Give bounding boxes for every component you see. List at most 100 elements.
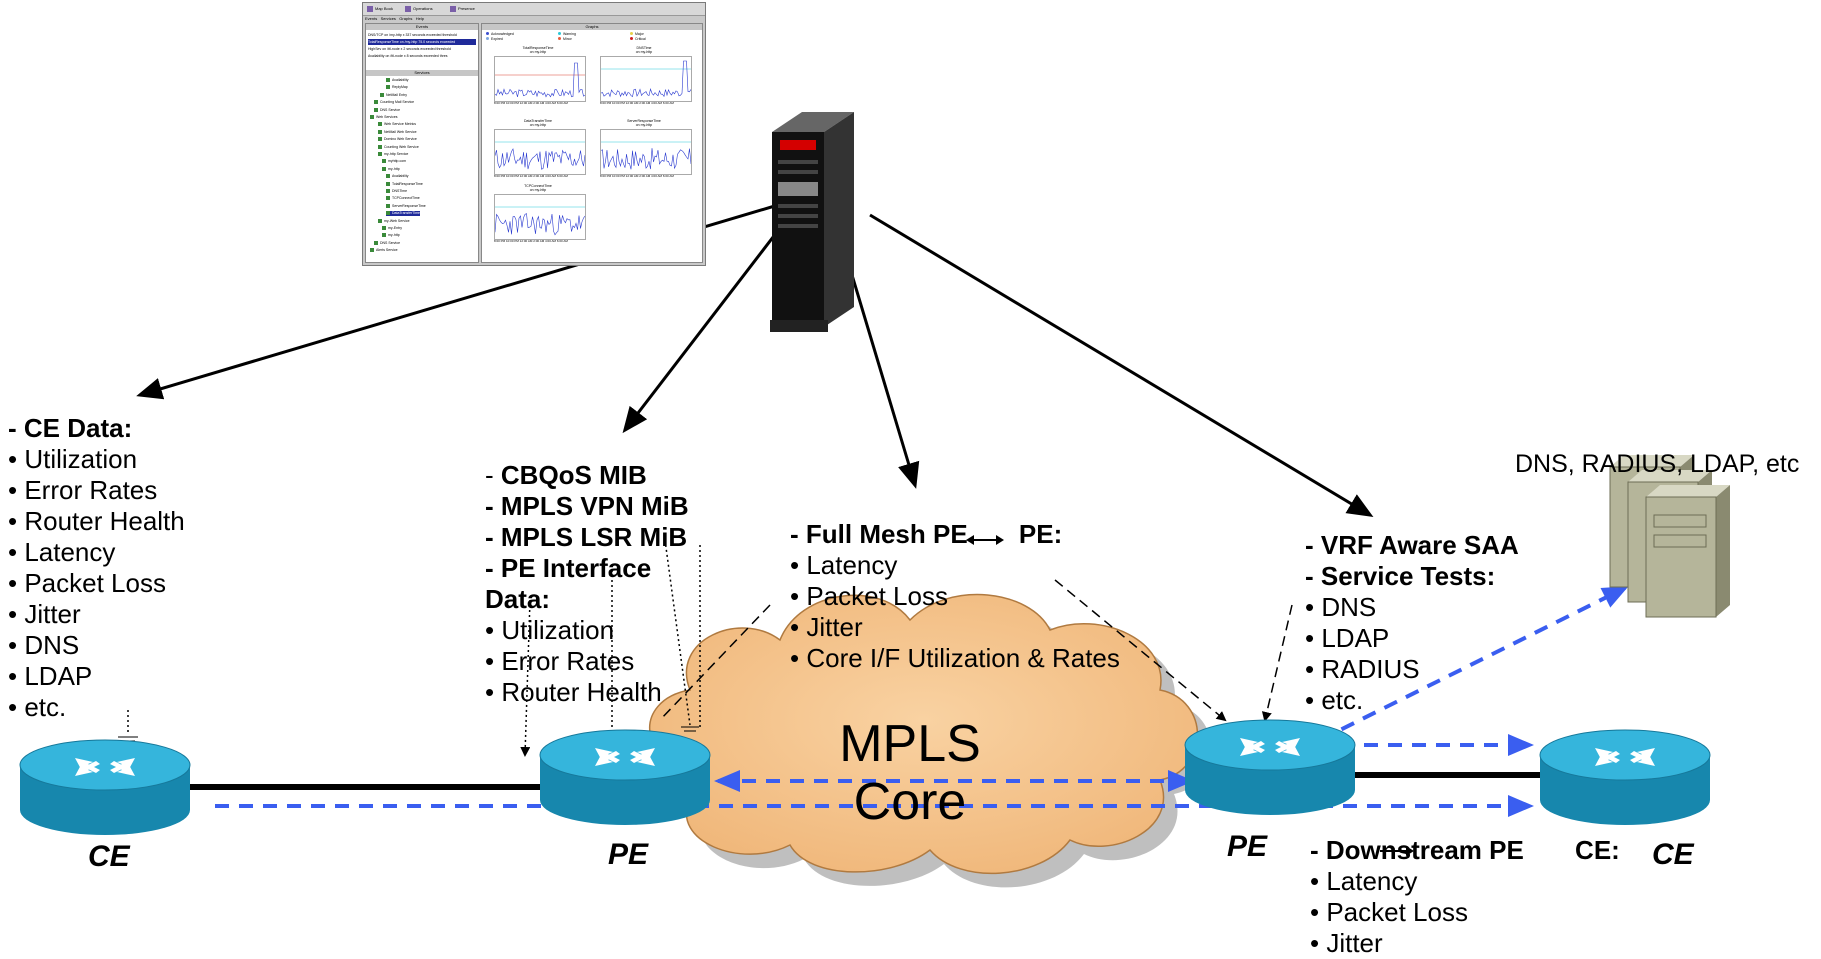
- menu-help: Help: [415, 16, 424, 21]
- legend-dot-icon: [486, 37, 489, 40]
- ce-data-item: • Error Rates: [8, 475, 158, 505]
- graph-subtitle-text: on my-http: [529, 188, 547, 192]
- legend-dot-icon: [630, 37, 633, 40]
- legend-label: Warning: [563, 32, 576, 36]
- menu-services: Services: [380, 16, 396, 21]
- tree-item: ServerResponseTime: [386, 204, 426, 209]
- pe-heading-prefix: -: [485, 460, 501, 490]
- monitoring-server-icon: [770, 112, 854, 332]
- vrf-item: • etc.: [1305, 685, 1364, 715]
- pe-data-heading: - PE Interface: [485, 553, 689, 584]
- mini-graph-series: [494, 62, 586, 98]
- legend-label: Major: [635, 32, 644, 36]
- pe-data-item: • Router Health: [485, 677, 662, 707]
- tree-item: my-Web Service: [378, 219, 410, 224]
- pe-data-heading: Data:: [485, 584, 689, 615]
- tree-item: Availability: [386, 78, 408, 83]
- mpls-core-cloud: [649, 593, 1199, 875]
- services-header: Services: [366, 70, 478, 76]
- tree-item: DNS Service: [374, 108, 400, 113]
- alarm-row: DNS/TCP on /my-http x 337 seconds exceed…: [368, 33, 457, 37]
- pe-heading-text: CBQoS MIB: [500, 460, 647, 490]
- downstream-list: • Latency• Packet Loss• Jitter: [1310, 866, 1620, 959]
- pe-data-item: • Error Rates: [485, 646, 635, 676]
- legend-item: Warning: [558, 32, 576, 36]
- graph-title-text: ServerResponseTime: [627, 119, 661, 123]
- mini-graph: [494, 129, 586, 175]
- tree-item: DNSTime: [386, 189, 407, 194]
- alarm-row: Availability on /ttl-node x 8 seconds ex…: [368, 54, 448, 58]
- tree-item: Availability: [386, 174, 408, 179]
- events-header: Events: [366, 24, 478, 30]
- tree-item: TCPConnectTime: [386, 196, 420, 201]
- legend-label: Acknowledged: [491, 32, 514, 36]
- device-label-pe-right: PE: [1227, 830, 1268, 863]
- tree-item: DataTransferTime: [386, 211, 420, 217]
- mini-graph: [600, 129, 692, 175]
- ce-data-title: - CE Data:: [8, 413, 133, 443]
- double-arrow-icon: [966, 535, 1004, 545]
- legend-dot-icon: [558, 37, 561, 40]
- ce-data-item: • Latency: [8, 537, 116, 567]
- vrf-list: • DNS• LDAP• RADIUS• etc.: [1305, 592, 1519, 716]
- monitoring-app-screenshot: Map Book Operations Presence Events Serv…: [362, 2, 706, 266]
- mini-graph-series: [494, 213, 586, 236]
- pe-data-list: • Utilization• Error Rates• Router Healt…: [485, 615, 689, 708]
- right-arrow-icon: [1380, 846, 1414, 856]
- legend-dot-icon: [486, 32, 489, 35]
- vrf-block: - VRF Aware SAA - Service Tests: • DNS• …: [1305, 530, 1519, 716]
- pe-data-heading: - MPLS LSR MiB: [485, 522, 689, 553]
- pe-heading-text: - MPLS VPN MiB: [485, 491, 689, 521]
- pe-data-item: • Utilization: [485, 615, 615, 645]
- service-servers-icon: [1609, 455, 1730, 618]
- menu-graphs: Graphs: [399, 16, 413, 21]
- router-ce-right: [1539, 729, 1711, 825]
- tree-item: Counting Web Service: [378, 145, 419, 150]
- graph-title-text: TCPConnectTime: [524, 184, 552, 188]
- graph-x-ticks: 8:00 PM 10:00 PM 12:00 AM 2:00 AM 4:00 A…: [494, 174, 568, 178]
- ce-data-block: - CE Data: • Utilization• Error Rates• R…: [8, 413, 185, 723]
- tree-item: my-http Service: [378, 152, 408, 157]
- legend-item: Expired: [486, 37, 503, 41]
- tree-item: Web Service Metrics: [378, 122, 416, 127]
- legend-item: Minor: [558, 37, 572, 41]
- legend-label: Expired: [491, 37, 503, 41]
- tree-item: Domino Web Service: [378, 137, 417, 142]
- graph-x-ticks: 8:00 PM 10:00 PM 12:00 AM 2:00 AM 4:00 A…: [494, 101, 568, 105]
- arrow-to-pe-data: [622, 214, 792, 434]
- mini-graph-series: [494, 148, 586, 170]
- cloud-label: MPLS Core: [805, 715, 1015, 831]
- graphs-header: Graphs: [482, 24, 702, 30]
- vrf-title-1: - VRF Aware SAA: [1305, 530, 1519, 560]
- ce-data-item: • etc.: [8, 692, 67, 722]
- mini-graph-series: [600, 148, 692, 170]
- full-mesh-title: - Full Mesh PE PE:: [790, 519, 1120, 550]
- legend-item: Major: [630, 32, 644, 36]
- full-mesh-item: • Core I/F Utilization & Rates: [790, 643, 1120, 673]
- tree-item: NetMail Entry: [380, 93, 407, 98]
- ce-data-list: • Utilization• Error Rates• Router Healt…: [8, 444, 185, 723]
- legend-label: Critical: [635, 37, 646, 41]
- full-mesh-item: • Latency: [790, 550, 898, 580]
- tree-item: ReplyMap: [386, 85, 408, 90]
- callout-pe-3: [664, 539, 691, 726]
- downstream-item: • Jitter: [1310, 928, 1383, 958]
- graph-title-text: TotalResponseTime: [522, 46, 554, 50]
- downstream-title-left: - Downstream PE: [1310, 835, 1524, 865]
- callout-vrf: [1261, 604, 1293, 722]
- vrf-title-2: - Service Tests:: [1305, 561, 1496, 591]
- tree-item: Counting Mail Service: [374, 100, 414, 105]
- graph-x-ticks: 8:00 PM 10:00 PM 12:00 AM 2:00 AM 4:00 A…: [600, 101, 674, 105]
- mini-graph-plot: [600, 141, 692, 170]
- tree-item: DNS Service: [374, 241, 400, 246]
- full-mesh-item: • Jitter: [790, 612, 863, 642]
- tab-operations: Operations: [403, 5, 433, 13]
- menu-events: Events: [365, 16, 378, 21]
- callout-pe-1: [520, 599, 531, 757]
- full-mesh-item: • Packet Loss: [790, 581, 948, 611]
- graph-title-text: DNSTime: [636, 46, 652, 50]
- full-mesh-block: - Full Mesh PE PE: • Latency• Packet Los…: [790, 519, 1120, 674]
- ce-data-item: • LDAP: [8, 661, 93, 691]
